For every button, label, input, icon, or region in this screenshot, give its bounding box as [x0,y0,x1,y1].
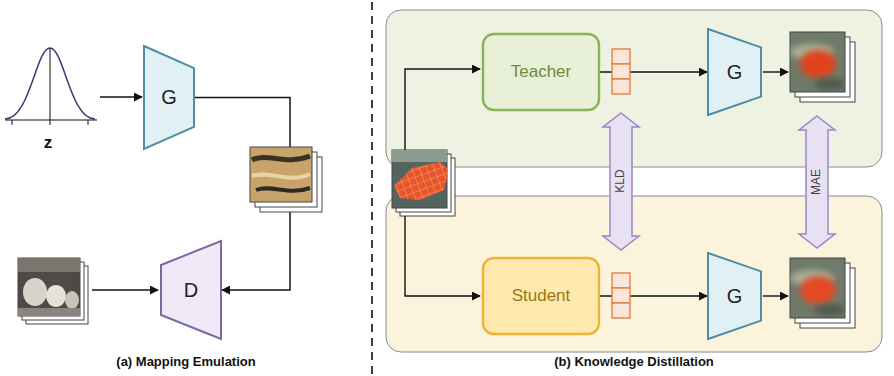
discriminator-block-outline [161,241,221,339]
variable-label: z [44,134,53,153]
axis-line [5,120,97,121]
output-arrow [763,295,788,296]
vector-cell [612,288,630,303]
loss-label: MAE [810,169,823,195]
text-holder: G [143,45,195,150]
feature-vector [612,49,630,94]
text-holder: G [707,28,762,116]
student-box-outline [483,258,599,334]
real-image [65,291,79,309]
axis-tick [50,48,51,125]
real-image [46,285,66,307]
real-image [18,258,80,316]
divider-line [371,2,373,374]
double-arrow [603,113,639,250]
subfigure-caption: (b) Knowledge Distillation [554,355,714,369]
feature-vector [612,273,630,318]
real-image [23,278,47,306]
output-image [800,50,836,78]
fish [394,162,447,200]
vector-cell [612,273,630,288]
real-image-stack [18,258,88,324]
student-box: Student [482,257,600,335]
student-output-stack [790,258,855,328]
generated-image-stack [250,147,322,212]
node-text: G [727,61,743,84]
node-text: G [727,285,743,308]
discriminator-block: D [160,240,222,340]
figure-part [790,44,845,90]
loss-label: KLD [614,169,627,192]
axis-tick [12,120,13,125]
vector-cell [612,49,630,64]
input-arrow [92,289,158,291]
text-holder: Teacher [482,33,600,111]
input-arrow [405,216,480,296]
figure-part [18,258,80,316]
generator-block-outline [708,29,761,115]
generator-block: G [707,252,762,340]
text-holder: G [707,252,762,340]
output-image [790,258,845,318]
figure-part [392,150,447,200]
input-image [392,150,447,162]
input-image-stack [392,150,455,216]
teacher-output-stack [790,32,855,102]
vector-cell [612,64,630,79]
double-arrow [799,116,835,248]
figure-part [790,270,845,316]
output-image [800,276,836,304]
teacher-box: Teacher [482,33,600,111]
output-arrow [763,71,788,72]
generated-image [256,188,310,191]
input-arrow [100,96,142,98]
text-holder: Student [482,257,600,335]
node-text: Teacher [511,62,571,82]
input-arrow [405,69,480,150]
node-text: D [184,279,198,302]
real-image [18,308,80,316]
node-text: Student [512,286,571,306]
node-text: G [161,86,177,109]
output-image [814,304,845,316]
subfigure-caption: (a) Mapping Emulation [116,355,255,369]
real-image [18,258,80,272]
output-image [814,78,845,90]
gaussian-curve [5,48,97,125]
text-holder: D [160,240,222,340]
teacher-box-outline [483,34,599,110]
generator-block: G [707,28,762,116]
generated-image [252,156,310,160]
vector-cell [612,79,630,94]
vector-cell [612,303,630,318]
generator-block: G [143,45,195,150]
generator-block-outline [708,253,761,339]
output-image [790,32,845,92]
generated-image [250,147,312,202]
generated-image [252,174,310,178]
axis-tick [88,120,89,125]
generator-block-outline [144,46,194,149]
